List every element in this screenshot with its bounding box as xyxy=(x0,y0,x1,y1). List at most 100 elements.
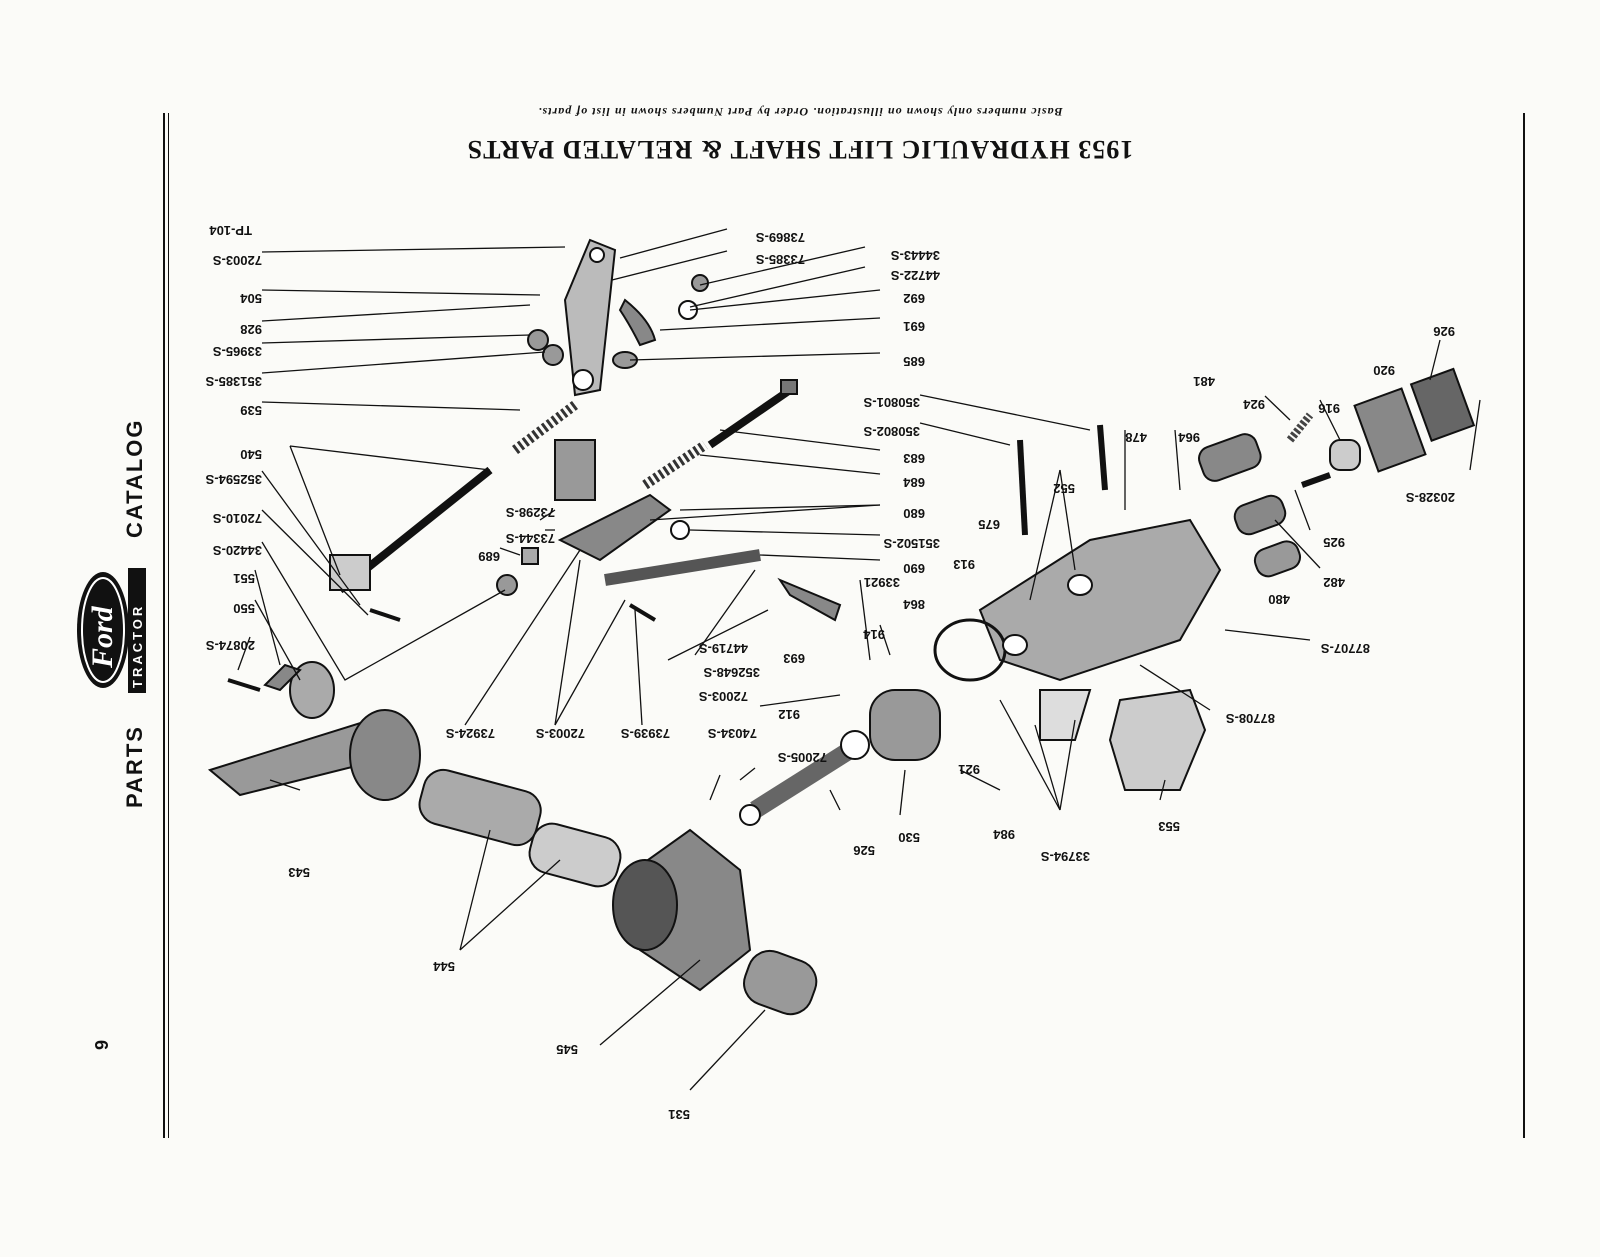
clip-551-part xyxy=(263,663,302,692)
callout-73869-s: 73869-S xyxy=(756,230,805,245)
callout-924: 924 xyxy=(1243,397,1265,412)
bolt-72010-part xyxy=(369,608,401,622)
callout-20328-s: 20328-S xyxy=(1406,490,1455,505)
ford-tractor-logo: Ford TRACTOR xyxy=(72,560,152,700)
callout-72010-s: 72010-S xyxy=(213,511,262,526)
left-rule-inner xyxy=(168,113,169,1138)
block-bracket-part xyxy=(554,439,596,501)
spool-481-part xyxy=(1198,433,1262,482)
callout-539: 539 xyxy=(240,403,262,418)
housing-port-b xyxy=(1002,634,1028,656)
callout-540: 540 xyxy=(240,447,262,462)
leader-lines xyxy=(237,228,1481,1091)
callout-553: 553 xyxy=(1158,819,1180,834)
callout-74034-s: 74034-S xyxy=(708,726,757,741)
callout-351385-s: 351385-S xyxy=(205,374,262,389)
bolt-350801-part xyxy=(1097,424,1108,491)
rod-526-eye xyxy=(840,730,870,760)
callout-20874-s: 20874-S xyxy=(206,638,255,653)
callout-925: 925 xyxy=(1323,535,1345,550)
callout-351502-s: 351502-S xyxy=(883,536,940,551)
callout-864: 864 xyxy=(903,597,925,612)
washer-351502-part xyxy=(670,520,690,540)
callout-33965-s: 33965-S xyxy=(213,344,262,359)
callout-526: 526 xyxy=(853,843,875,858)
cylinder-housing-part xyxy=(978,518,1222,682)
callout-72005-s: 72005-S xyxy=(778,750,827,765)
callout-44722-s: 44722-S xyxy=(891,268,940,283)
callout-689: 689 xyxy=(478,549,500,564)
callout-73924-s: 73924-S xyxy=(446,726,495,741)
cap-916-part xyxy=(1329,439,1361,471)
callout-964: 964 xyxy=(1178,430,1200,445)
callout-73385-s: 73385-S xyxy=(756,252,805,267)
right-rule xyxy=(1523,113,1525,1138)
callout-680: 680 xyxy=(903,506,925,521)
clip-689-part xyxy=(521,547,539,565)
callout-544: 544 xyxy=(433,959,455,974)
valve-925-part xyxy=(1300,472,1332,488)
nut-part xyxy=(691,274,709,292)
callout-692: 692 xyxy=(903,291,925,306)
callout-87707-s: 87707-S xyxy=(1321,641,1370,656)
bracket-693-part xyxy=(777,577,842,622)
gasket-926-part xyxy=(1409,367,1476,442)
callout-482: 482 xyxy=(1323,575,1345,590)
callout-691: 691 xyxy=(903,319,925,334)
callout-labels: 72003-S 504 928 33965-S 351385-S 539 540… xyxy=(205,230,1455,1122)
callout-352648-s: 352648-S xyxy=(703,665,760,680)
lift-arm-543-part xyxy=(207,718,382,797)
piston-ring-part xyxy=(933,618,1007,682)
figure-code: TP-104 xyxy=(209,223,252,238)
callout-531: 531 xyxy=(668,1107,690,1122)
plate-553-part xyxy=(1108,688,1207,791)
washer-351385-part xyxy=(542,344,564,366)
bolt-683-part xyxy=(707,386,793,449)
piston-530-part xyxy=(869,689,941,761)
callout-478: 478 xyxy=(1125,430,1147,445)
callout-914: 914 xyxy=(863,627,885,642)
nut-34420-part xyxy=(496,574,518,596)
callout-87708-s: 87708-S xyxy=(1226,711,1275,726)
callout-685: 685 xyxy=(903,354,925,369)
callout-73298-s: 73298-S xyxy=(506,505,555,520)
plate-550-part xyxy=(289,661,335,719)
bolt-73939-part xyxy=(628,603,657,622)
callout-683: 683 xyxy=(903,451,925,466)
callout-912: 912 xyxy=(778,707,800,722)
callout-72003-s-b: 72003-S xyxy=(699,689,748,704)
washer-part xyxy=(678,300,698,320)
bolt-350802-part xyxy=(1017,439,1028,536)
callout-920: 920 xyxy=(1373,363,1395,378)
callout-72003-s-a: 72003-S xyxy=(213,253,262,268)
link-692-part xyxy=(618,298,657,347)
callout-552: 552 xyxy=(1053,481,1075,496)
callout-44719-s: 44719-S xyxy=(699,641,748,656)
ford-script: Ford xyxy=(86,605,119,669)
tractor-word: TRACTOR xyxy=(130,604,145,688)
spline-shaft-a-part xyxy=(418,768,542,847)
callout-73939-s: 73939-S xyxy=(621,726,670,741)
callout-916: 916 xyxy=(1318,401,1340,416)
bushing-531-part xyxy=(743,949,818,1016)
crank-hub-part xyxy=(612,859,678,951)
rod-526-part xyxy=(750,742,855,818)
callout-530: 530 xyxy=(898,830,920,845)
bolt-683-head xyxy=(780,379,798,395)
spring-924-part xyxy=(1286,412,1314,443)
spring-684-part xyxy=(642,440,708,490)
top-bracket-part xyxy=(563,238,617,397)
arm-hub-part xyxy=(349,709,421,801)
callout-481: 481 xyxy=(1193,374,1215,389)
cover-920-part xyxy=(1353,387,1427,473)
callout-350801-s: 350801-S xyxy=(863,395,920,410)
spool-482-part xyxy=(1233,494,1287,536)
callout-504: 504 xyxy=(240,291,262,306)
callout-984: 984 xyxy=(993,827,1015,842)
callout-913: 913 xyxy=(953,557,975,572)
callout-928: 928 xyxy=(240,322,262,337)
plate-921-part xyxy=(1039,689,1092,741)
callout-33794-s: 33794-S xyxy=(1041,849,1090,864)
callout-545: 545 xyxy=(556,1042,578,1057)
nut-33965-part xyxy=(527,329,549,351)
